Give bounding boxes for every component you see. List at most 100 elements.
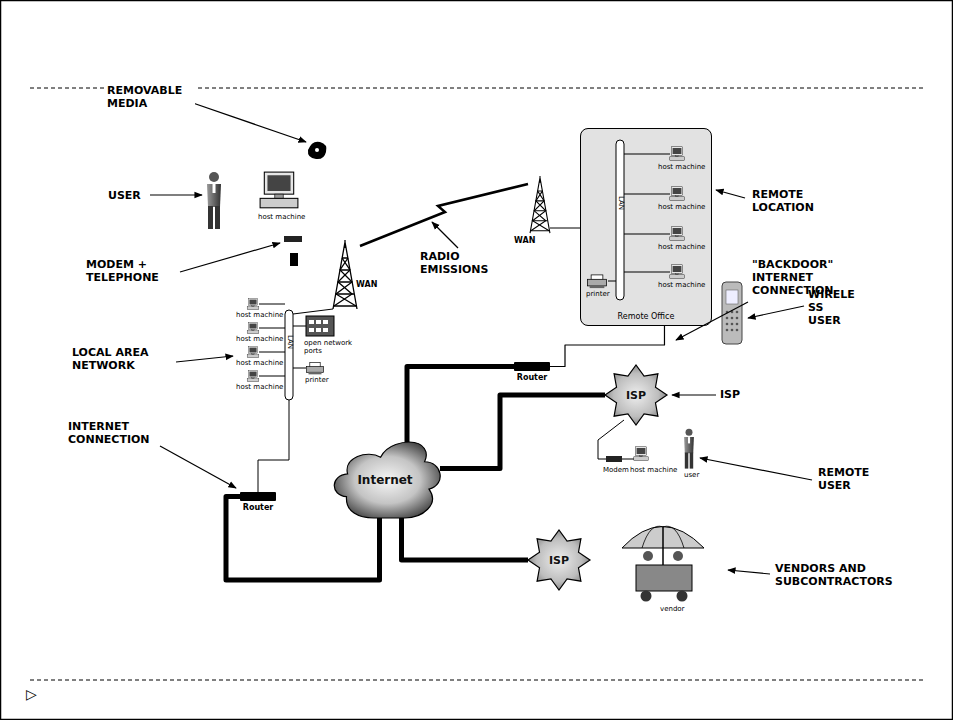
outline-path <box>605 365 667 425</box>
art-line <box>190 102 306 142</box>
callout-label: WIRELE SS USER <box>808 288 857 328</box>
art-line <box>150 194 202 195</box>
art-line <box>160 446 236 488</box>
art-line <box>259 376 285 377</box>
art-circle <box>643 551 653 561</box>
art-line <box>662 527 664 566</box>
host-icon <box>670 227 684 241</box>
art-line <box>624 272 670 273</box>
backdoor-link <box>550 326 664 367</box>
art-line <box>672 394 716 395</box>
part-label: Modem <box>603 467 629 475</box>
internet-cloud: Internet <box>330 442 440 518</box>
art-line <box>624 194 670 195</box>
host-icon <box>634 447 648 461</box>
router: Router <box>240 492 276 512</box>
part-label: host machine <box>258 214 305 222</box>
art-circle <box>736 329 739 332</box>
host-icon <box>247 347 259 358</box>
part-label: vendor <box>660 606 685 614</box>
wires <box>608 154 670 281</box>
lan-bus <box>616 140 624 300</box>
art-line <box>180 243 280 272</box>
node-text: ISP <box>549 554 569 567</box>
art-circle <box>731 317 734 320</box>
art-line <box>259 352 285 353</box>
art-circle <box>726 323 729 326</box>
telephone-icon <box>290 253 298 266</box>
part-label: printer <box>305 377 329 385</box>
art-rect <box>309 328 314 332</box>
wireless-phone <box>722 282 742 344</box>
art-circle <box>736 311 739 314</box>
art-rect <box>722 282 742 344</box>
isp-star: ISP <box>528 530 590 590</box>
node-texts: ISP <box>605 365 667 425</box>
outline-path <box>528 530 590 590</box>
art-line <box>259 328 285 329</box>
art-circle <box>641 591 652 602</box>
vendor-art <box>622 526 704 601</box>
tower-icon <box>530 176 550 233</box>
wire <box>598 420 624 459</box>
modem-icon <box>606 456 622 462</box>
node-text: Router <box>243 503 274 512</box>
part-label: host machine <box>658 164 705 172</box>
part-label: host machine <box>630 467 677 475</box>
art-line <box>293 326 306 327</box>
art-circle <box>731 323 734 326</box>
art-circle <box>726 317 729 320</box>
art-circle <box>726 329 729 332</box>
callout-label: RADIO EMISSIONS <box>420 250 500 276</box>
printer-icon <box>587 275 606 288</box>
art-rect <box>323 320 328 324</box>
radio-bolt <box>360 184 528 246</box>
internet-link <box>402 518 529 560</box>
port-card <box>306 316 334 336</box>
leader-arrows <box>150 102 812 574</box>
tower-icon <box>333 240 357 309</box>
disk-hole <box>315 148 319 152</box>
callout-label: MODEM + TELEPHONE <box>86 258 178 284</box>
art-rect <box>636 565 692 591</box>
local-lan-art <box>247 299 334 492</box>
part-label: host machine <box>658 282 705 290</box>
node-text: Router <box>517 373 548 382</box>
art-line <box>624 154 670 155</box>
callout-label: REMOTE USER <box>818 466 888 492</box>
art-circle <box>673 551 683 561</box>
slide-marker: ▷ <box>26 686 37 703</box>
host-icon <box>247 323 259 334</box>
art-line <box>716 190 745 198</box>
dashed-rule <box>30 680 925 681</box>
node-texts: Remote Office <box>581 312 711 321</box>
part-label: LAN <box>616 196 624 210</box>
internet-link <box>440 395 605 469</box>
art-line <box>700 458 812 480</box>
host-icon <box>670 265 684 279</box>
art-line <box>748 306 804 318</box>
callout-label: REMOVABLE MEDIA <box>107 84 195 110</box>
art-circle <box>677 591 688 602</box>
art-rect <box>316 320 321 324</box>
art-rect <box>323 328 328 332</box>
part-label: host machine <box>658 244 705 252</box>
art-circle <box>736 323 739 326</box>
part-label: host machine <box>658 204 705 212</box>
node-text: Remote Office <box>618 312 675 321</box>
wire <box>622 459 634 460</box>
art-line <box>293 368 306 369</box>
wan-link <box>293 176 616 314</box>
art-line <box>176 356 233 362</box>
office-ground <box>580 128 712 326</box>
art-rect <box>726 290 738 304</box>
wire <box>258 400 289 492</box>
part-label: LAN <box>285 335 293 349</box>
remote-user-art <box>598 420 694 469</box>
tag-label: WAN <box>514 236 535 246</box>
tag-label: WAN <box>356 280 377 290</box>
art-line <box>676 302 748 340</box>
art-rect <box>309 320 314 324</box>
